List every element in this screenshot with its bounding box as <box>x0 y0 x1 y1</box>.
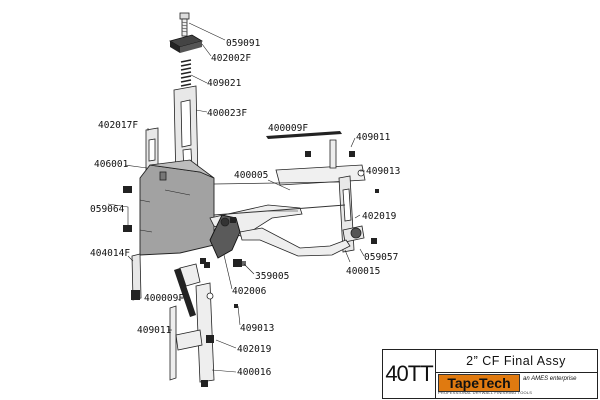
part-label: 409013 <box>240 323 274 334</box>
model-number: 40TT <box>383 350 436 398</box>
nut-part <box>123 186 132 232</box>
bolt-part <box>233 259 246 267</box>
part-label: 404014F <box>90 248 130 259</box>
part-label: 359005 <box>255 271 289 282</box>
part-label: 402006 <box>232 286 267 297</box>
part-label: 409013 <box>366 166 400 177</box>
part-label: 400016 <box>237 367 272 378</box>
part-label: 400009F <box>144 293 184 304</box>
part-label: 409021 <box>207 78 242 89</box>
curved-link-part <box>239 227 351 257</box>
leader-lines <box>107 22 365 373</box>
drawing-title: 2” CF Final Assy <box>435 350 597 373</box>
part-label: 402019 <box>237 344 272 355</box>
part-label: 059091 <box>226 38 261 49</box>
small-nut-part <box>200 258 210 268</box>
lower-dark-strip-part <box>174 268 196 317</box>
part-label: 400015 <box>346 266 380 277</box>
small-bar-part <box>131 253 142 301</box>
screw-part <box>179 12 190 37</box>
part-label: 059057 <box>364 252 398 263</box>
brand-parent: an AMES enterprise <box>523 376 577 382</box>
part-label: 402017F <box>98 120 138 131</box>
brand-area: TapeTech PROFESSIONAL DRYWALL FINISHING … <box>435 372 597 398</box>
blade-plate-part <box>209 214 241 259</box>
top-frame-part <box>275 139 366 186</box>
spring-part <box>180 59 192 87</box>
right-bracket-part <box>338 175 379 253</box>
lower-tall-bar-part <box>169 305 177 381</box>
title-block: 40TT 2” CF Final Assy TapeTech PROFESSIO… <box>382 349 598 399</box>
part-label: 400023F <box>207 108 247 119</box>
part-label: 059064 <box>90 204 125 215</box>
part-label: 406001 <box>94 159 129 170</box>
part-label: 409011 <box>356 132 391 143</box>
shaft-part <box>213 181 346 216</box>
part-label: 402019 <box>362 211 397 222</box>
brand-logo: TapeTech <box>438 374 520 392</box>
housing-part <box>139 159 215 256</box>
pad-part <box>168 34 204 53</box>
lower-frame-part <box>175 263 238 387</box>
part-label: 402002F <box>211 53 251 64</box>
bracket-part <box>145 127 159 171</box>
part-label: 400009F <box>268 123 308 134</box>
part-label: 409011 <box>137 325 172 336</box>
part-label: 400005 <box>234 170 268 181</box>
dark-strip-part <box>266 131 342 139</box>
brand-tagline: PROFESSIONAL DRYWALL FINISHING TOOLS <box>438 390 533 395</box>
